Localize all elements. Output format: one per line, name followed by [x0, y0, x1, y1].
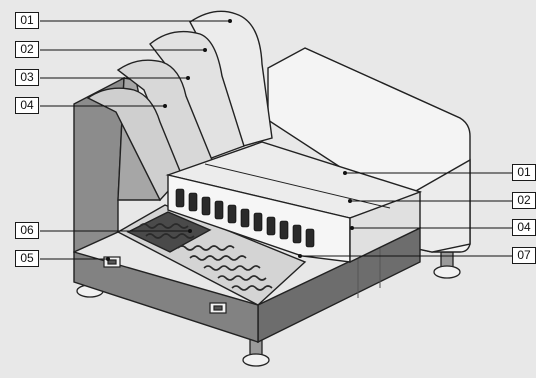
callout-label-seat-lower: 04 [512, 219, 536, 236]
callout-label-base-handle: 05 [15, 250, 39, 267]
callout-label-spring-deck: 06 [15, 222, 39, 239]
callout-label-back-cushion-top: 01 [15, 12, 39, 29]
callout-label-back-cushion-third: 03 [15, 69, 39, 86]
callout-label-pocket-springs: 07 [512, 247, 536, 264]
callout-label-back-cushion-second: 02 [15, 41, 39, 58]
callout-label-seat-top: 01 [512, 164, 536, 181]
callout-label-back-cushion-fourth: 04 [15, 97, 39, 114]
callout-label-seat-middle: 02 [512, 192, 536, 209]
